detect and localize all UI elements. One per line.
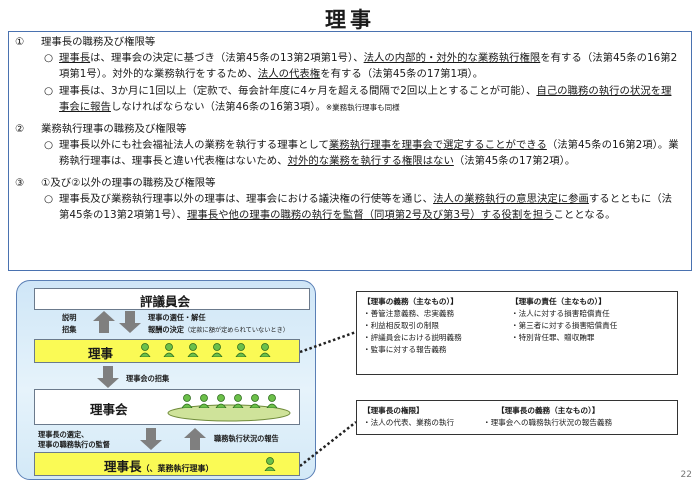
- chairman-box: [34, 452, 300, 476]
- underline-no-external-authority: 対外的な業務を執行する権限はない: [287, 155, 454, 168]
- section-1-number: ①: [15, 36, 25, 48]
- label-board-convene: 理事会の招集: [126, 374, 170, 383]
- person-icon: [249, 394, 261, 408]
- underline-supervise: 理事長や他の理事の職務の執行を監督: [186, 209, 364, 222]
- chairman-label: 理事長（、業務執行理事）: [104, 459, 214, 474]
- person-icon: [215, 394, 227, 408]
- authority-item: ・法人の代表、業務の執行: [363, 418, 455, 427]
- responsibilities-heading: 【理事の責任（主なもの）】: [511, 297, 606, 306]
- page-number: 22: [680, 470, 692, 480]
- underline-representation: 法人の代表権: [257, 68, 321, 81]
- person-icon: [187, 343, 199, 357]
- governance-diagram: [16, 280, 316, 480]
- person-icon: [266, 394, 278, 408]
- duties-column: 【理事の義務（主なもの）】 ・善管注意義務、忠実義務 ・利益相反取引の制限 ・評…: [363, 296, 462, 356]
- label-explain: 説明: [62, 313, 77, 322]
- chairman-duties-heading: 【理事長の義務（主なもの）】: [497, 406, 600, 415]
- label-remuneration: 報酬の決定（定款に額が定められていないとき）: [148, 325, 289, 334]
- responsibilities-column: 【理事の責任（主なもの）】 ・法人に対する損害賠償責任 ・第三者に対する損害賠償…: [511, 296, 617, 344]
- responsibility-item: ・法人に対する損害賠償責任: [511, 309, 610, 318]
- person-icon: [259, 343, 271, 357]
- duty-item: ・監事に対する報告義務: [363, 345, 447, 354]
- underline-decision-participation: 法人の業務執行の意思決定に参画: [433, 192, 589, 205]
- council-label: 評議員会: [140, 294, 191, 309]
- label-chair-elect: 理事長の選定、: [38, 430, 89, 439]
- section-1-title: 理事長の職務及び権限等: [41, 36, 156, 48]
- section-2-paragraph-1: ○理事長以外にも社会福祉法人の業務を執行する理事として業務執行理事を理事会で選定…: [44, 139, 679, 168]
- page-title: 理事: [325, 8, 375, 32]
- authority-column: 【理事長の権限】 ・法人の代表、業務の執行: [363, 405, 454, 429]
- director-box: [34, 339, 300, 363]
- bullet-circle: ○: [44, 84, 54, 97]
- section-1-paragraph-1: ○理事長は、理事会の決定に基づき（法第45条の13第2項第1号）、法人の内部的・…: [44, 52, 678, 81]
- person-icon: [235, 343, 247, 357]
- board-table-with-members: [167, 404, 291, 422]
- duty-item: ・利益相反取引の制限: [363, 321, 439, 330]
- underline-report: 自己の職務の執行の状況を理事会に報告: [59, 84, 672, 113]
- underline-role: する役割を担う: [480, 209, 554, 222]
- person-icon: [163, 343, 175, 357]
- duty-item: ・評議員会における説明義務: [363, 333, 462, 342]
- section-2-heading: ② 業務執行理事の職務及び権限等: [15, 121, 681, 137]
- chairman-duties-column: 【理事長の義務（主なもの）】 ・理事会への職務執行状況の報告義務: [483, 405, 612, 429]
- section-1-heading: ① 理事長の職務及び権限等: [15, 34, 681, 50]
- section-3-paragraph-1: ○理事長及び業務執行理事以外の理事は、理事会における議決権の行使等を通じ、法人の…: [44, 192, 673, 222]
- bullet-circle: ○: [44, 192, 54, 205]
- person-icon: [198, 394, 210, 408]
- section-2-title: 業務執行理事の職務及び権限等: [41, 123, 187, 136]
- council-box: [34, 288, 310, 310]
- arrow-down-to-board-icon: [97, 366, 119, 388]
- arrow-down-to-chairman-icon: [140, 428, 162, 450]
- duties-heading: 【理事の義務（主なもの）】: [363, 297, 458, 306]
- label-report: 職務執行状況の報告: [214, 434, 279, 443]
- label-supervise: 理事の職務執行の監督: [38, 440, 110, 449]
- responsibility-item: ・特別背任罪、贈収賄罪: [511, 333, 595, 342]
- underline-chairman: 理事長: [59, 52, 91, 65]
- responsibility-item: ・第三者に対する損害賠償責任: [511, 321, 618, 330]
- underline-select-executive: 業務執行理事を理事会で選定することができる: [328, 139, 547, 152]
- duty-item: ・善管注意義務、忠実義務: [363, 309, 455, 318]
- bullet-circle: ○: [44, 52, 54, 65]
- person-icon: [264, 457, 276, 471]
- section-3-number: ③: [15, 176, 25, 189]
- board-label: 理事会: [90, 402, 128, 417]
- arrow-up-to-council-icon: [93, 311, 115, 333]
- authority-heading: 【理事長の権限】: [363, 406, 424, 415]
- arrow-up-to-board-icon: [184, 428, 206, 450]
- underline-execution-authority: 法人の内部的・対外的な業務執行権限: [363, 52, 541, 65]
- section-3-title: ①及び②以外の理事の職務及び権限等: [41, 176, 216, 189]
- label-elect-dismiss: 理事の選任・解任: [148, 313, 206, 322]
- connector-chairman-to-info: [300, 421, 357, 467]
- arrow-down-from-council-icon: [119, 311, 141, 333]
- chairman-authority-box: 【理事長の権限】 ・法人の代表、業務の執行 【理事長の義務（主なもの）】 ・理事…: [356, 400, 678, 435]
- person-icon: [181, 394, 193, 408]
- director-label: 理事: [88, 346, 114, 361]
- bullet-circle: ○: [44, 139, 54, 152]
- note-same-for-executive: ※業務執行理事も同様: [325, 102, 400, 112]
- label-convene: 招集: [62, 325, 77, 334]
- person-icon: [232, 394, 244, 408]
- section-3-heading: ③ ①及び②以外の理事の職務及び権限等: [15, 175, 681, 191]
- director-duties-box: 【理事の義務（主なもの）】 ・善管注意義務、忠実義務 ・利益相反取引の制限 ・評…: [356, 291, 678, 375]
- section-2-number: ②: [15, 123, 25, 136]
- section-1-paragraph-2: ○理事長は、3か月に1回以上（定款で、毎会計年度に4ヶ月を超える間隔で2回以上と…: [44, 84, 672, 113]
- person-icon: [139, 343, 151, 357]
- chairman-duty-item: ・理事会への職務執行状況の報告義務: [483, 418, 613, 427]
- person-icon: [211, 343, 223, 357]
- connector-director-to-info: [300, 330, 357, 354]
